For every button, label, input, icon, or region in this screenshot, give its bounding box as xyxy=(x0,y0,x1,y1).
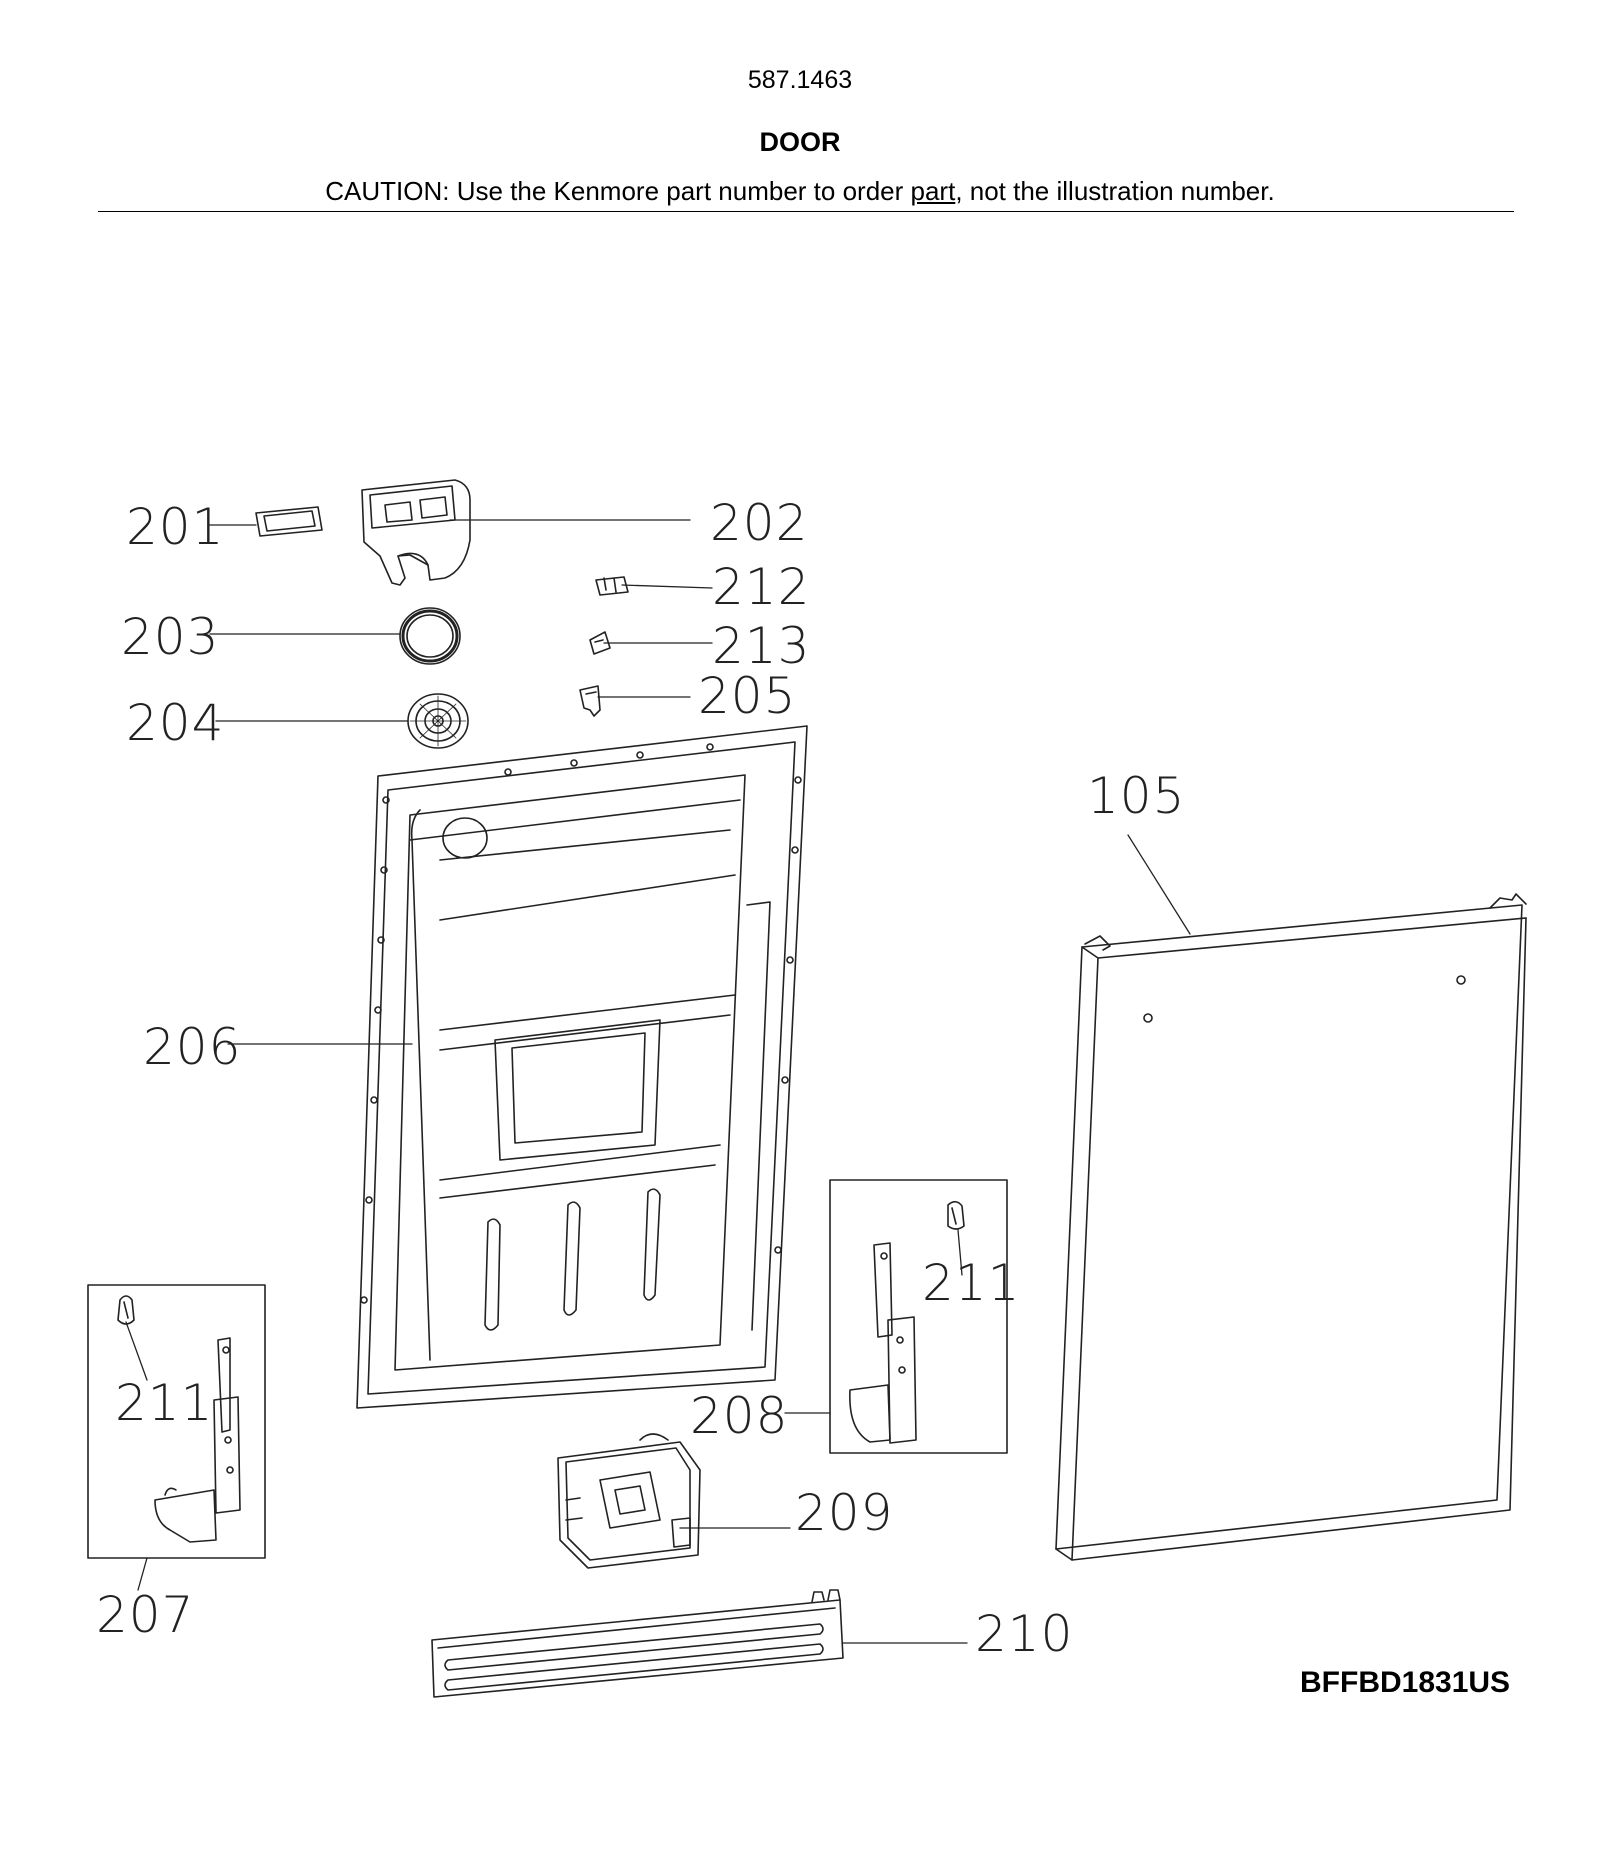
part-210-bottom-rail xyxy=(431,1589,844,1698)
callout-208: 208 xyxy=(690,1387,788,1445)
caution-prefix: CAUTION: Use the Kenmore part number to … xyxy=(325,176,911,206)
callout-202: 202 xyxy=(710,494,808,552)
caution-suffix: , not the illustration number. xyxy=(955,176,1275,206)
part-205-latch xyxy=(579,685,601,717)
part-209-latch-assembly xyxy=(557,1433,701,1569)
callout-210: 210 xyxy=(975,1605,1073,1663)
callout-205: 205 xyxy=(698,667,796,725)
callout-206: 206 xyxy=(143,1018,241,1076)
part-213-bracket xyxy=(589,631,611,655)
callout-204: 204 xyxy=(126,694,224,752)
leader-lines xyxy=(125,519,1191,1644)
part-201-gasket xyxy=(255,506,323,537)
callout-201: 201 xyxy=(126,498,224,556)
model-number: 587.1463 xyxy=(747,66,853,94)
callout-211-right: 211 xyxy=(922,1254,1020,1312)
diagram-code: BFFBD1831US xyxy=(1300,1666,1511,1699)
part-105-outer-door xyxy=(1055,893,1527,1561)
callout-207: 207 xyxy=(96,1586,194,1644)
header-rule xyxy=(98,211,1514,212)
part-208-hinge-assembly xyxy=(829,1179,1008,1454)
part-203-ring-seal xyxy=(399,607,461,665)
part-202-dispenser-housing xyxy=(361,479,471,586)
section-title: DOOR xyxy=(759,127,841,157)
callout-209: 209 xyxy=(795,1484,893,1542)
part-204-cap xyxy=(407,693,469,749)
callout-213: 213 xyxy=(712,617,810,675)
part-207-hinge-assembly xyxy=(87,1284,266,1559)
caution-part-word: part xyxy=(910,176,956,206)
callout-211-left: 211 xyxy=(115,1374,213,1432)
callout-212: 212 xyxy=(712,558,810,616)
caution-note: CAUTION: Use the Kenmore part number to … xyxy=(0,176,1600,207)
callout-105: 105 xyxy=(1087,767,1185,825)
part-206-inner-door xyxy=(356,725,808,1409)
part-212-clip xyxy=(595,576,629,596)
callout-203: 203 xyxy=(121,608,219,666)
